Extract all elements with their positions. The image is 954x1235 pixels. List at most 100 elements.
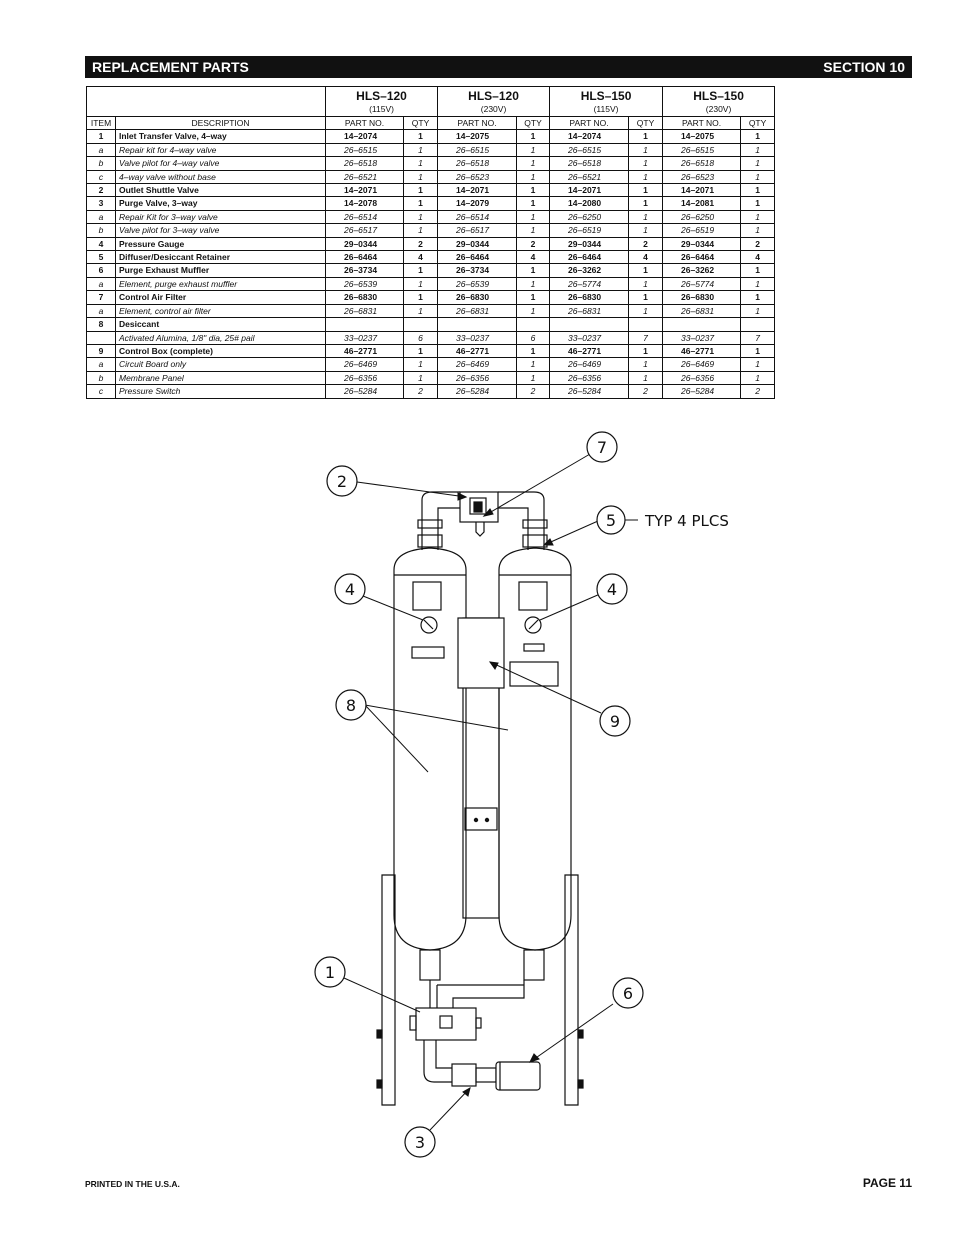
callout-8: 8 <box>346 696 356 715</box>
quantity: 6 <box>516 330 551 345</box>
quantity: 1 <box>402 276 439 292</box>
item-number: b <box>86 156 116 171</box>
quantity: 1 <box>402 209 439 225</box>
quantity: 2 <box>740 384 776 399</box>
part-number: 26–6830 <box>662 290 742 305</box>
callout-9-circle <box>599 705 631 737</box>
quantity: 1 <box>402 357 439 372</box>
right-leg <box>564 874 579 1106</box>
quantity: 1 <box>402 129 439 144</box>
right-label-plate <box>509 661 559 687</box>
callout-3-circle <box>404 1126 436 1158</box>
quantity: 1 <box>628 183 664 198</box>
quantity: 1 <box>628 196 664 211</box>
col-qty-header: QTY <box>516 115 551 131</box>
quantity: 1 <box>402 142 439 158</box>
quantity: 1 <box>516 370 551 386</box>
part-number: 26–6250 <box>662 209 742 225</box>
part-number: 26–5774 <box>662 276 742 292</box>
quantity: 1 <box>628 169 664 185</box>
quantity: 1 <box>628 276 664 292</box>
quantity: 1 <box>402 290 439 305</box>
quantity: 1 <box>516 357 551 372</box>
col-item-header: ITEM <box>86 115 116 131</box>
callout-4-left: 4 <box>345 580 355 599</box>
part-number: 26–6523 <box>662 169 742 185</box>
quantity: 1 <box>516 276 551 292</box>
quantity: 1 <box>516 263 551 278</box>
control-box <box>457 617 505 689</box>
part-number: 26–3734 <box>437 263 518 278</box>
part-number: 26–5284 <box>325 384 404 399</box>
part-number: 26–6517 <box>325 223 404 238</box>
item-description: Inlet Transfer Valve, 4–way <box>115 129 326 144</box>
quantity: 1 <box>402 223 439 238</box>
quantity: 1 <box>740 290 776 305</box>
part-number: 46–2771 <box>325 343 404 359</box>
col-part-header: PART NO. <box>437 115 518 131</box>
quantity: 1 <box>402 196 439 211</box>
callout-7: 7 <box>597 438 607 457</box>
quantity: 6 <box>402 330 439 345</box>
quantity: 1 <box>740 196 776 211</box>
printed-in-usa: PRINTED IN THE U.S.A. <box>85 1179 180 1189</box>
part-number: 26–6514 <box>437 209 518 225</box>
item-number: 1 <box>86 129 116 144</box>
part-number: 26–3262 <box>549 263 630 278</box>
replacement-parts-table: HLS–120 (115V) HLS–120 (230V) HLS–150 (1… <box>86 86 776 399</box>
quantity: 1 <box>516 343 551 359</box>
item-number: a <box>86 357 116 372</box>
part-number: 26–6469 <box>437 357 518 372</box>
quantity: 1 <box>740 183 776 198</box>
part-number: 26–6539 <box>325 276 404 292</box>
quantity: 1 <box>740 343 776 359</box>
part-number: 26–5774 <box>549 276 630 292</box>
page-number: PAGE 11 <box>862 1176 912 1190</box>
quantity: 1 <box>740 156 776 171</box>
part-number: 26–6515 <box>549 142 630 158</box>
part-number: 33–0237 <box>325 330 404 345</box>
typ-4-plcs-note: TYP 4 PLCS <box>644 512 729 530</box>
col-part-header: PART NO. <box>549 115 630 131</box>
part-number: 26–6469 <box>662 357 742 372</box>
part-number: 14–2071 <box>325 183 404 198</box>
col-qty-header: QTY <box>740 115 776 131</box>
quantity: 1 <box>402 169 439 185</box>
right-pressure-gauge <box>524 616 542 634</box>
quantity: 1 <box>628 263 664 278</box>
part-number: 26–6518 <box>662 156 742 171</box>
quantity: 1 <box>740 303 776 319</box>
quantity: 1 <box>740 209 776 225</box>
part-number: 29–0344 <box>325 236 404 252</box>
item-description: Diffuser/Desiccant Retainer <box>115 250 326 265</box>
col-desc-header: DESCRIPTION <box>115 115 326 131</box>
quantity: 1 <box>740 357 776 372</box>
callout-3: 3 <box>415 1133 425 1152</box>
column-header-row: ITEM DESCRIPTION PART NO. QTY PART NO. Q… <box>86 115 776 131</box>
callout-7-circle <box>586 431 618 463</box>
quantity: 4 <box>628 250 664 265</box>
item-number: 6 <box>86 263 116 278</box>
quantity: 1 <box>402 303 439 319</box>
part-number: 26–6464 <box>325 250 404 265</box>
part-number: 26–6515 <box>662 142 742 158</box>
quantity: 1 <box>516 196 551 211</box>
quantity: 1 <box>628 142 664 158</box>
quantity: 1 <box>628 357 664 372</box>
model-header: HLS–150 (230V) <box>662 86 776 117</box>
inlet-transfer-valve <box>415 1007 477 1041</box>
